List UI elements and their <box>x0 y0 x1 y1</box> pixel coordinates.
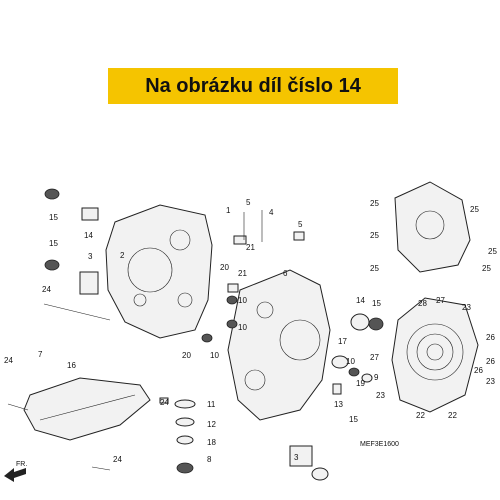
callout-26-a: 26 <box>486 333 495 342</box>
callout-23-b: 23 <box>486 377 495 386</box>
callout-6: 6 <box>283 269 288 278</box>
callout-2: 2 <box>120 251 125 260</box>
callout-14-a: 14 <box>84 231 93 240</box>
callout-10-b: 10 <box>238 323 247 332</box>
callout-13: 13 <box>334 400 343 409</box>
callout-17: 17 <box>338 337 347 346</box>
callout-19: 19 <box>356 379 365 388</box>
right-crankcase <box>227 269 331 421</box>
lower-bracket <box>23 377 151 441</box>
lower-right-cover <box>391 297 479 413</box>
callout-18: 18 <box>207 438 216 447</box>
callout-25-e: 25 <box>370 264 379 273</box>
callout-1: 1 <box>226 206 231 215</box>
callout-25-f: 25 <box>482 264 491 273</box>
bolts <box>7 210 263 471</box>
callout-25-c: 25 <box>370 231 379 240</box>
callout-11: 11 <box>207 400 216 409</box>
callout-3-a: 3 <box>88 252 93 261</box>
callout-10-d: 10 <box>346 357 355 366</box>
callout-8: 8 <box>207 455 212 464</box>
callout-16: 16 <box>67 361 76 370</box>
callout-25-b: 25 <box>470 205 479 214</box>
banner-text: Na obrázku díl číslo 14 <box>145 74 361 97</box>
callout-28: 28 <box>418 299 427 308</box>
callout-22-a: 22 <box>416 411 425 420</box>
callout-25-d: 25 <box>488 247 497 256</box>
direction-label: FR. <box>16 461 27 468</box>
callout-27-a: 27 <box>436 296 445 305</box>
callout-24-d: 24 <box>113 455 122 464</box>
front-direction-arrow: FR. <box>4 461 27 482</box>
callout-9: 9 <box>374 373 379 382</box>
callout-15-b: 15 <box>49 239 58 248</box>
callout-26-b: 26 <box>486 357 495 366</box>
diagram-code: MEF3E1600 <box>360 441 399 448</box>
callout-7: 7 <box>38 350 43 359</box>
callout-25-a: 25 <box>370 199 379 208</box>
callout-27-b: 27 <box>370 353 379 362</box>
callouts: 15 14 15 3 2 24 1 5 4 5 21 20 21 6 10 10… <box>4 198 497 464</box>
callout-20-b: 20 <box>182 351 191 360</box>
callout-15-a: 15 <box>49 213 58 222</box>
callout-21-b: 21 <box>238 269 247 278</box>
callout-5-b: 5 <box>298 220 303 229</box>
upper-right-cover <box>394 181 471 273</box>
callout-24-a: 24 <box>42 285 51 294</box>
callout-24-b: 24 <box>4 356 13 365</box>
callout-21-a: 21 <box>246 243 255 252</box>
callout-26-c: 26 <box>474 366 483 375</box>
callout-22-b: 22 <box>448 411 457 420</box>
callout-15-d: 15 <box>349 415 358 424</box>
callout-23-c: 23 <box>376 391 385 400</box>
part-number-banner: Na obrázku díl číslo 14 <box>108 68 398 104</box>
small-parts <box>44 188 384 481</box>
callout-20-a: 20 <box>220 263 229 272</box>
callout-14-b: 14 <box>356 296 365 305</box>
callout-3-b: 3 <box>294 453 299 462</box>
callout-10-c: 10 <box>210 351 219 360</box>
callout-12: 12 <box>207 420 216 429</box>
callout-5-a: 5 <box>246 198 251 207</box>
callout-23-a: 23 <box>462 303 471 312</box>
callout-10-a: 10 <box>238 296 247 305</box>
callout-24-c: 24 <box>160 398 169 407</box>
callout-4: 4 <box>269 208 274 217</box>
callout-15-c: 15 <box>372 299 381 308</box>
left-crankcase <box>105 204 213 339</box>
